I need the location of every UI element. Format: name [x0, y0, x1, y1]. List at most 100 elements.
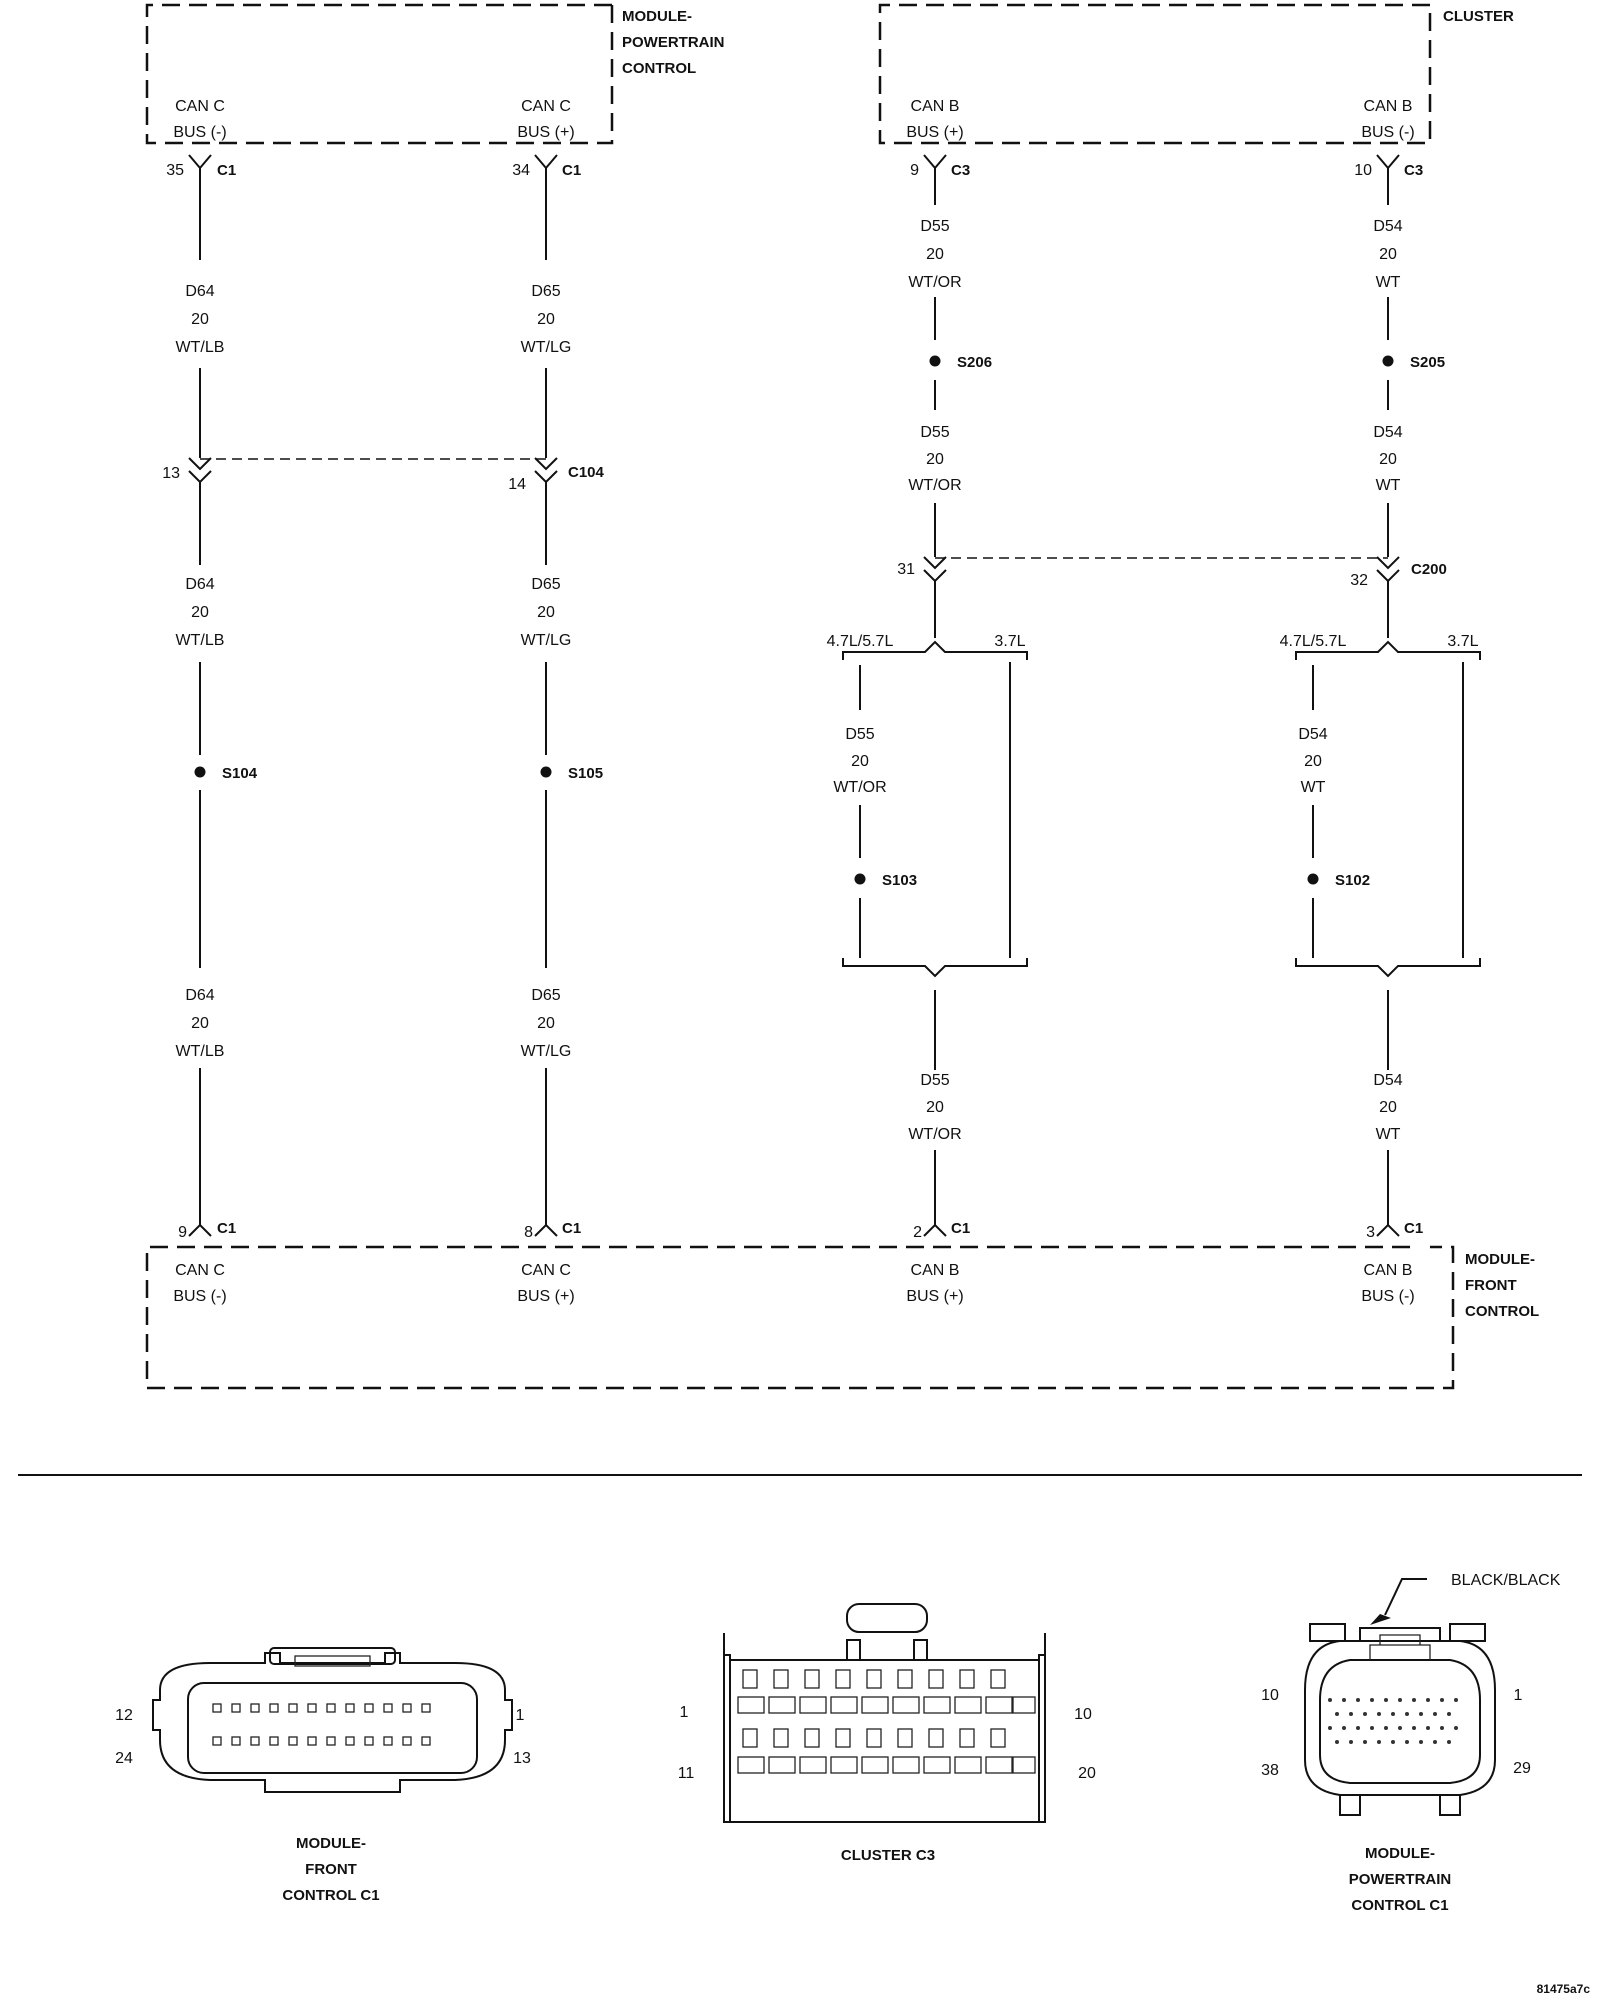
pcm-c1-title-3: CONTROL C1	[1351, 1897, 1448, 1914]
cluster-module-box: CLUSTER CAN B BUS (+) CAN B BUS (-)	[878, 3, 1514, 145]
pcm-c1-title-1: MODULE-	[1365, 1845, 1435, 1862]
cluster-c3-pin-20: 20	[1078, 1765, 1096, 1782]
wire-color-d54: WT	[1376, 477, 1401, 494]
wire-label-d54: D54	[1373, 1072, 1402, 1089]
cluster-c3-pin-1: 1	[680, 1704, 689, 1721]
splice-label-s105: S105	[568, 765, 603, 782]
splice-label-s205: S205	[1410, 354, 1445, 371]
connector-label-c200: C200	[1411, 561, 1447, 578]
variant-label-4-7l-5-7l: 4.7L/5.7L	[1280, 633, 1347, 650]
fcm-c1-pin-13: 13	[513, 1750, 531, 1767]
splice-label-s102: S102	[1335, 872, 1370, 889]
wire-gauge-d64: 20	[191, 604, 209, 621]
pin-fcm-c1-8: 8	[524, 1224, 533, 1241]
pcm-module-name-1: MODULE-	[622, 8, 692, 25]
fcm-c1-pin-12: 12	[115, 1707, 133, 1724]
wire-gauge-d54: 20	[1304, 753, 1322, 770]
fcm-terminal-can-b-plus-1: CAN B	[911, 1262, 960, 1279]
connector-label-c1: C1	[217, 162, 236, 179]
cluster-c3-title: CLUSTER C3	[841, 1847, 935, 1864]
wire-color-d64: WT/LB	[176, 339, 225, 356]
wire-label-d64: D64	[185, 576, 214, 593]
cluster-terminal-can-b-minus-1: CAN B	[1364, 98, 1413, 115]
pcm-module-name-2: POWERTRAIN	[622, 34, 725, 51]
splice-dot-s103	[854, 873, 866, 885]
pin-cluster-c3-9: 9	[910, 162, 919, 179]
wire-gauge-d54: 20	[1379, 1099, 1397, 1116]
pin-fcm-c1-2: 2	[913, 1224, 922, 1241]
pcm-terminal-can-c-plus-2: BUS (+)	[517, 124, 574, 141]
wire-gauge-d55: 20	[851, 753, 869, 770]
wire-label-d55: D55	[920, 1072, 949, 1089]
fcm-terminal-can-c-plus-2: BUS (+)	[517, 1288, 574, 1305]
wire-label-d54: D54	[1373, 218, 1402, 235]
fcm-module-name-3: CONTROL	[1465, 1303, 1539, 1320]
wire-label-d65: D65	[531, 283, 560, 300]
wire-gauge-d54: 20	[1379, 451, 1397, 468]
connector-label-c1: C1	[562, 162, 581, 179]
wire-gauge-d64: 20	[191, 311, 209, 328]
pin-cluster-c3-10: 10	[1354, 162, 1372, 179]
connector-label-c3: C3	[1404, 162, 1423, 179]
wire-label-d64: D64	[185, 283, 214, 300]
connector-label-c1: C1	[217, 1220, 236, 1237]
pointer-arrow-icon	[1370, 1614, 1391, 1625]
variant-label-3-7l: 3.7L	[994, 633, 1025, 650]
circuit-d54: 10 C3 D54 20 WT S205 D54 20 WT 32 C200 4…	[1280, 154, 1481, 1241]
pin-pcm-c1-34: 34	[512, 162, 530, 179]
pcm-c1-pin-38: 38	[1261, 1762, 1279, 1779]
fcm-c1-title-1: MODULE-	[296, 1835, 366, 1852]
cluster-c3-pin-11: 11	[678, 1765, 695, 1782]
wire-label-d55: D55	[920, 424, 949, 441]
pin-pcm-c1-35: 35	[166, 162, 184, 179]
figure-id: 81475a7c	[1537, 1982, 1591, 1996]
pin-c104-13: 13	[162, 465, 180, 482]
pcm-c1-color-label: BLACK/BLACK	[1451, 1572, 1561, 1589]
variant-label-4-7l-5-7l: 4.7L/5.7L	[827, 633, 894, 650]
pcm-module-name-3: CONTROL	[622, 60, 696, 77]
connector-label-c3: C3	[951, 162, 970, 179]
wire-gauge-d54: 20	[1379, 246, 1397, 263]
fcm-terminal-can-c-minus-1: CAN C	[175, 1262, 225, 1279]
pcm-c1-title-2: POWERTRAIN	[1349, 1871, 1452, 1888]
fcm-terminal-can-c-minus-2: BUS (-)	[173, 1288, 226, 1305]
pcm-terminal-can-c-minus-1: CAN C	[175, 98, 225, 115]
wire-gauge-d55: 20	[926, 246, 944, 263]
wire-color-d64: WT/LB	[176, 1043, 225, 1060]
cluster-terminal-can-b-minus-2: BUS (-)	[1361, 124, 1414, 141]
wire-label-d54: D54	[1298, 726, 1327, 743]
splice-dot-s105	[540, 766, 552, 778]
pin-fcm-c1-3: 3	[1366, 1224, 1375, 1241]
wire-gauge-d65: 20	[537, 1015, 555, 1032]
connector-view-pcm-c1: BLACK/BLACK 10 1 38 29 MODULE- POWERTRAI…	[1261, 1572, 1561, 1914]
wire-color-d65: WT/LG	[521, 339, 572, 356]
fcm-module-name-2: FRONT	[1465, 1277, 1517, 1294]
wire-label-d65: D65	[531, 987, 560, 1004]
wire-color-d54: WT	[1376, 1126, 1401, 1143]
connector-view-fcm-c1: 12 1 24 13 MODULE- FRONT CONTROL C1	[115, 1647, 531, 1904]
wire-color-d55: WT/OR	[833, 779, 886, 796]
pcm-c1-pin-1: 1	[1514, 1687, 1523, 1704]
wire-label-d55: D55	[845, 726, 874, 743]
pcm-c1-pin-29: 29	[1513, 1760, 1531, 1777]
cluster-module-name: CLUSTER	[1443, 8, 1514, 25]
fcm-terminal-can-c-plus-1: CAN C	[521, 1262, 571, 1279]
fcm-c1-title-3: CONTROL C1	[282, 1887, 379, 1904]
pin-c200-31: 31	[897, 561, 915, 578]
pcm-module-box: MODULE- POWERTRAIN CONTROL CAN C BUS (-)…	[145, 3, 725, 145]
wire-label-d55: D55	[920, 218, 949, 235]
cluster-terminal-can-b-plus-2: BUS (+)	[906, 124, 963, 141]
cluster-terminal-can-b-plus-1: CAN B	[911, 98, 960, 115]
pcm-terminal-can-c-minus-2: BUS (-)	[173, 124, 226, 141]
fcm-terminal-can-b-minus-1: CAN B	[1364, 1262, 1413, 1279]
connector-label-c104: C104	[568, 464, 605, 481]
connector-view-cluster-c3: 1 10 11 20 CLUSTER C3	[678, 1603, 1096, 1864]
circuit-d65: 34 C1 D65 20 WT/LG 14 C104 D65 20 WT/LG …	[508, 154, 605, 1241]
wire-color-d65: WT/LG	[521, 632, 572, 649]
connector-label-c1: C1	[562, 1220, 581, 1237]
variant-label-3-7l: 3.7L	[1447, 633, 1478, 650]
splice-dot-s102	[1307, 873, 1319, 885]
wire-color-d64: WT/LB	[176, 632, 225, 649]
splice-label-s104: S104	[222, 765, 258, 782]
